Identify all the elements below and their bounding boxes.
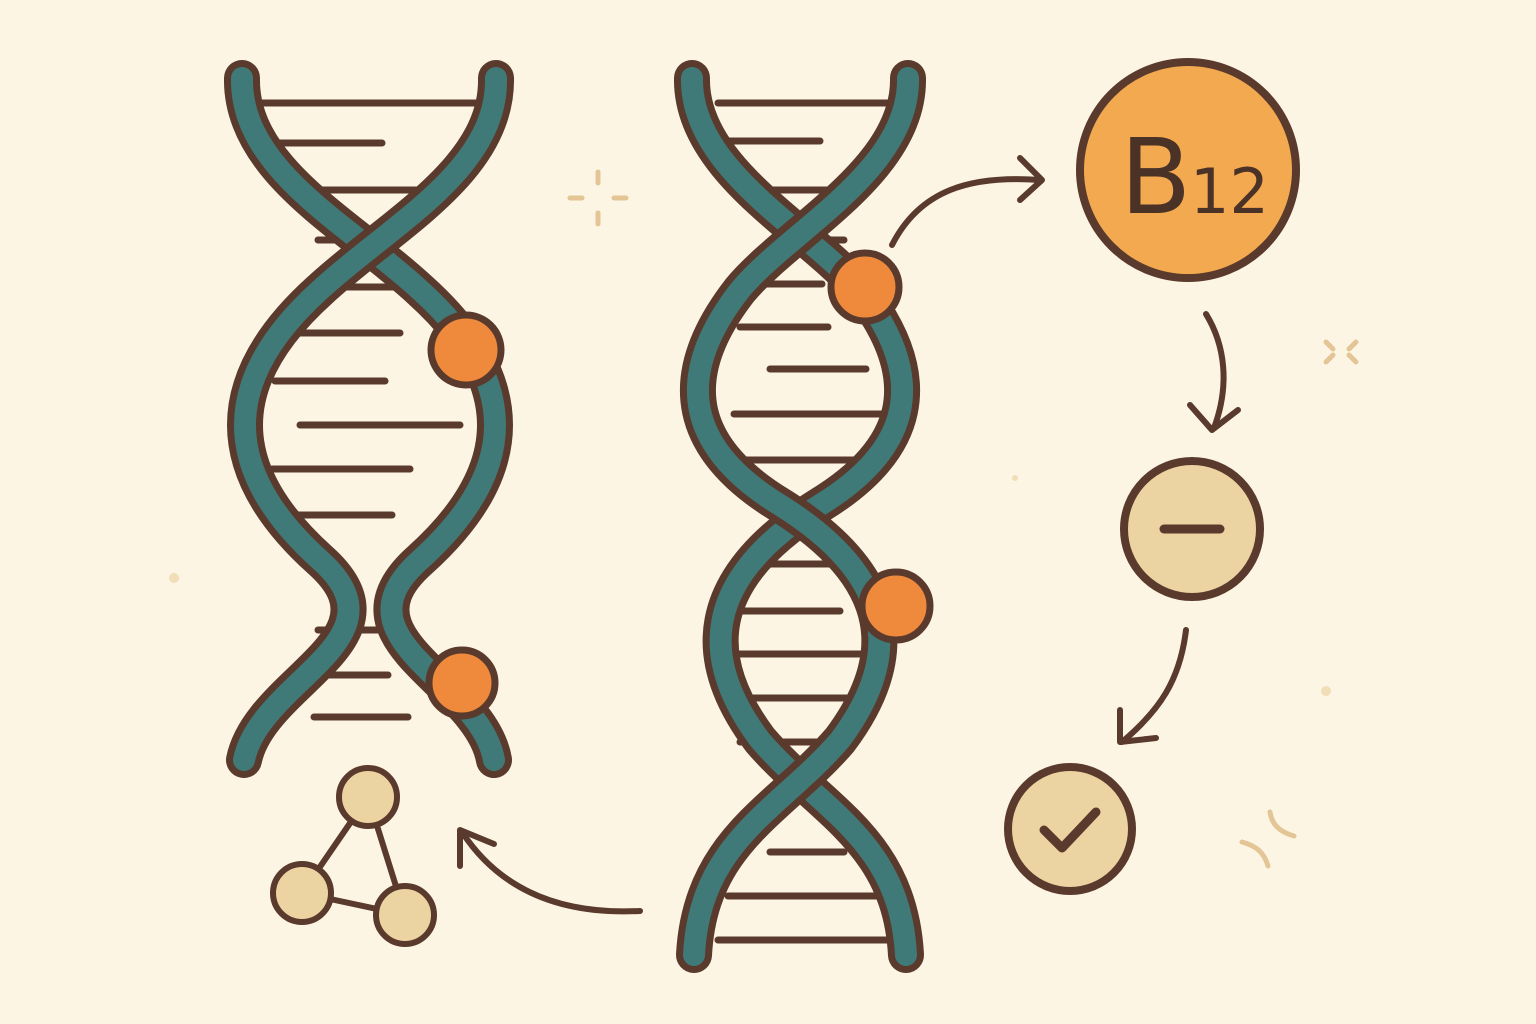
arrow-helix-to-b12: [889, 155, 1045, 248]
arrow-b12-to-minus: [1187, 311, 1241, 433]
arrows: [457, 155, 1241, 915]
methyl-mark: [425, 646, 499, 720]
methyl-mark: [858, 568, 934, 644]
arrow-minus-to-check: [1117, 627, 1189, 745]
sparkles: [567, 169, 1359, 869]
methyl-mark: [827, 249, 903, 325]
dna-helix-right: [673, 60, 934, 973]
molecule-node: [373, 883, 437, 947]
b12-number: 12: [1190, 155, 1269, 228]
b12-letter: B: [1120, 116, 1191, 238]
arrow-helix-to-molecule: [457, 827, 643, 915]
methyl-mark: [427, 311, 505, 389]
molecule-icon: [270, 765, 437, 947]
sparkle-icon: [567, 169, 629, 227]
decor-dots: [169, 475, 1331, 696]
sparkle-icon: [1239, 809, 1297, 869]
strand-left-b: [226, 60, 515, 778]
check-status: [1004, 763, 1136, 895]
check-icon: [1039, 807, 1101, 853]
minus-status: [1120, 457, 1264, 601]
vitamin-b12-badge: B 12: [1076, 58, 1300, 282]
molecule-node: [336, 765, 400, 829]
strand-right-b: [676, 60, 927, 973]
sparkle-icon: [1323, 339, 1359, 365]
molecule-node: [270, 861, 334, 925]
strand-left-a: [223, 60, 513, 778]
dna-helix-left: [223, 60, 515, 778]
